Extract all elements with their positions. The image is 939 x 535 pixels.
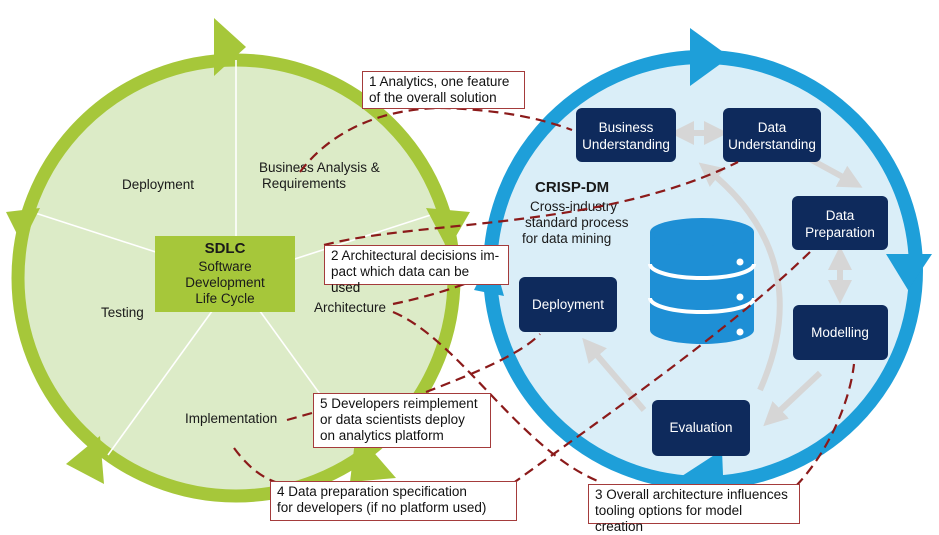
connector-2	[323, 161, 739, 247]
svg-text:Understanding: Understanding	[728, 137, 816, 152]
ring-arrow-icon	[214, 18, 246, 76]
node-data-understanding: Data Understanding	[723, 108, 821, 162]
sdlc-phase-architecture: Architecture	[314, 300, 386, 315]
ring-arrow-icon	[690, 28, 730, 86]
svg-text:Deployment: Deployment	[532, 297, 604, 312]
crisp-cycle: CRISP-DM Cross-industry standard process…	[474, 28, 932, 500]
sdlc-phase-testing: Testing	[101, 305, 144, 320]
crisp-desc-1: Cross-industry	[530, 199, 617, 214]
svg-text:Data: Data	[826, 208, 855, 223]
node-data-preparation: Data Preparation	[792, 196, 888, 250]
node-deployment: Deployment	[519, 277, 617, 332]
callout-5: 5 Developers reimplement or data scienti…	[313, 393, 491, 448]
connector-5	[286, 411, 313, 422]
ring-arrow-icon	[426, 208, 470, 250]
connector-5b	[425, 333, 541, 394]
sdlc-phase-deployment: Deployment	[122, 177, 194, 192]
callout-1: 1 Analytics, one feature of the overall …	[362, 71, 525, 109]
sdlc-phase-business-1: Business Analysis &	[259, 160, 380, 175]
sdlc-subtitle-3: Life Cycle	[195, 291, 254, 306]
crisp-title: CRISP-DM	[535, 179, 609, 196]
node-business-understanding: Business Understanding	[576, 108, 676, 162]
callout-2: 2 Architectural decisions im- pact which…	[324, 245, 509, 295]
callout-3: 3 Overall architecture influences toolin…	[588, 484, 800, 534]
svg-text:Data: Data	[758, 120, 787, 135]
svg-text:Business: Business	[599, 120, 654, 135]
node-modelling: Modelling	[793, 305, 888, 360]
sdlc-phase-business-2: Requirements	[262, 176, 346, 191]
svg-text:Modelling: Modelling	[811, 325, 869, 340]
node-evaluation: Evaluation	[652, 400, 750, 456]
sdlc-phase-implementation: Implementation	[185, 411, 277, 426]
sdlc-cycle: SDLC Software Development Life Cycle Dep…	[6, 18, 470, 503]
sdlc-subtitle-2: Development	[185, 275, 265, 290]
crisp-desc-3: for data mining	[522, 231, 611, 246]
ring-arrow-icon	[6, 208, 40, 244]
connector-3b	[795, 363, 856, 487]
svg-text:Preparation: Preparation	[805, 225, 875, 240]
crisp-process-arrows	[582, 121, 863, 427]
connector-3	[392, 310, 601, 484]
ring-arrow-icon	[66, 436, 104, 484]
crisp-desc-2: standard process	[525, 215, 629, 230]
sdlc-ring-arrows	[6, 18, 470, 484]
sdlc-subtitle-1: Software	[198, 259, 251, 274]
sdlc-title: SDLC	[205, 240, 246, 257]
ring-arrow-icon	[886, 254, 932, 290]
callout-4: 4 Data preparation specification for dev…	[270, 481, 517, 521]
sdlc-center-box	[155, 236, 295, 312]
database-icon	[648, 218, 756, 344]
svg-text:Understanding: Understanding	[582, 137, 670, 152]
svg-text:Evaluation: Evaluation	[669, 420, 732, 435]
